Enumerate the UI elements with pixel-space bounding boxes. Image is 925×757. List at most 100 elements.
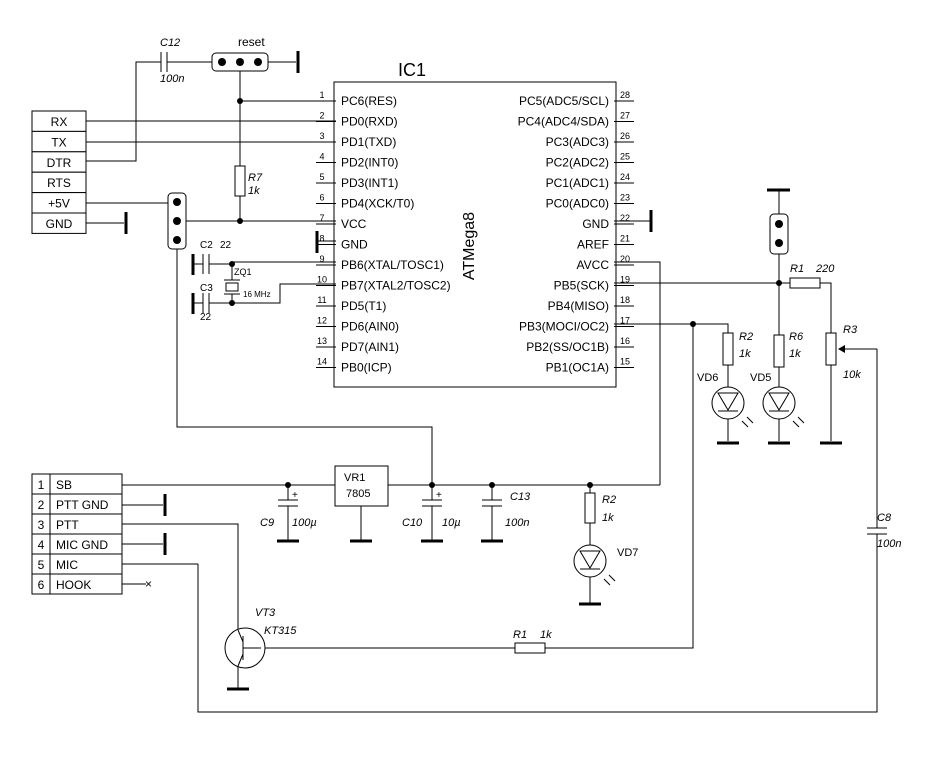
serial-label: RX — [51, 115, 68, 129]
ic1-pin-number: 20 — [620, 254, 630, 264]
wire-jumper-to-regulator — [176, 249, 433, 485]
r2-bottom-value: 1k — [602, 512, 614, 524]
c13-ref: C13 — [510, 491, 531, 503]
hook-nc-mark: × — [145, 577, 152, 591]
r3-ref: R3 — [843, 324, 858, 336]
vt3-ref: VT3 — [255, 607, 276, 619]
r1-top-body — [789, 277, 821, 289]
ic1-pin-name: PC5(ADC5/SCL) — [519, 94, 609, 108]
vr1-body — [334, 465, 389, 507]
ic1-pin-name: PB6(XTAL/TOSC1) — [341, 258, 444, 272]
ic1-pin-name: PD6(AIN0) — [341, 320, 399, 334]
junction-xtal2 — [229, 300, 235, 306]
ic1-pin-number: 11 — [317, 295, 326, 305]
ic1-pin-number: 12 — [317, 316, 327, 326]
c9-ref: C9 — [260, 517, 274, 529]
vd7-body — [573, 544, 607, 578]
r1-bottom-ref: R1 — [513, 629, 527, 641]
vd6-rays — [741, 416, 754, 428]
ic1-pin-number: 26 — [620, 131, 630, 141]
ic1-pin-number: 3 — [319, 131, 324, 141]
reset-jumper-pin1 — [218, 58, 226, 66]
ic1-pin-number: 17 — [620, 316, 630, 326]
ic1-name: IC1 — [398, 60, 426, 80]
ic1-pin-name: PD4(XCK/T0) — [341, 197, 414, 211]
c2-symbol — [202, 254, 210, 274]
r2-bottom-ref: R2 — [602, 494, 616, 506]
wire-dtr — [86, 61, 157, 162]
ic1-part: ATMega8 — [461, 212, 478, 280]
c13-symbol — [482, 485, 502, 541]
ic1-pin-name: PD2(INT0) — [341, 156, 398, 170]
c3-ref: C3 — [200, 283, 213, 294]
ic1-pin-name: PC4(ADC4/SDA) — [518, 115, 609, 129]
r7-value: 1k — [248, 185, 260, 197]
ic1-pin-number: 21 — [620, 234, 630, 244]
vt3-value: KT315 — [264, 625, 297, 637]
r2-top-value: 1k — [739, 348, 751, 360]
ic1-pin-number: 14 — [317, 357, 327, 367]
ic1-pin-name: PB0(ICP) — [341, 361, 392, 375]
ic1-pin-name: GND — [341, 238, 368, 252]
ic1-pin-number: 22 — [620, 213, 630, 223]
c8-ref: C8 — [877, 512, 892, 524]
ic1-pin-name: PC3(ADC3) — [546, 135, 609, 149]
ic1-pin-name: PB5(SCK) — [554, 279, 609, 293]
vd6-body — [711, 386, 745, 420]
radio-pin-number: 2 — [38, 498, 45, 512]
r7-ref: R7 — [248, 172, 263, 184]
vd5-symbol — [768, 392, 790, 412]
zq1-body — [225, 282, 239, 292]
c2-ref: C2 — [200, 240, 213, 251]
ic1-pin-name: PB1(OC1A) — [546, 361, 609, 375]
led-jumper-pin2 — [775, 239, 783, 247]
r3-body — [825, 332, 837, 366]
ic1-pin-name: PB2(SS/OC1B) — [526, 340, 609, 354]
vd7-symbol — [579, 550, 601, 570]
r7-body — [234, 165, 246, 197]
ic1-pin-name: PD5(T1) — [341, 299, 386, 313]
ic1-pin-number: 16 — [620, 336, 630, 346]
c9-plus: + — [292, 490, 298, 501]
ic1-pin-name: PC6(RES) — [341, 94, 397, 108]
zq1-value: 16 MHz — [243, 290, 271, 299]
ic1-pin-number: 28 — [620, 90, 630, 100]
radio-pin-label: PTT GND — [56, 498, 109, 512]
ic1-pin-name: AREF — [577, 238, 609, 252]
c9-symbol — [278, 485, 298, 541]
wire-c8-mic — [197, 534, 878, 713]
radio-pin-number: 3 — [38, 518, 45, 532]
reset-jumper-pin3 — [254, 58, 262, 66]
zq1-ref: ZQ1 — [234, 267, 252, 277]
r3-wiper-arrow — [838, 345, 845, 353]
c12-symbol — [160, 52, 168, 72]
serial-label: GND — [46, 217, 73, 231]
r1-bottom-value: 1k — [540, 629, 552, 641]
ic1-pin-number: 24 — [620, 172, 630, 182]
c9-value: 100µ — [292, 517, 317, 529]
serial-label: +5V — [48, 197, 70, 211]
r1-top-value: 220 — [815, 263, 835, 275]
radio-pin-label: SB — [56, 478, 72, 492]
ic1-pin-number: 19 — [620, 275, 630, 285]
ic1-pin-name: AVCC — [577, 258, 610, 272]
r3-value: 10k — [843, 369, 861, 381]
ic1-pin-name: PD0(RXD) — [341, 115, 398, 129]
ic1-pin-name: PB3(MOCI/OC2) — [519, 320, 609, 334]
led-jumper-pin1 — [775, 220, 783, 228]
ic1-pin-name: PD3(INT1) — [341, 176, 398, 190]
r6-value: 1k — [789, 348, 801, 360]
serial-label: TX — [51, 135, 66, 149]
ic1-pin-number: 8 — [319, 234, 324, 244]
ic1-pin-number: 2 — [319, 111, 324, 121]
radio-pin-number: 1 — [38, 478, 45, 492]
reset-label: reset — [238, 35, 265, 49]
radio-pin-label: HOOK — [56, 578, 91, 592]
wire-ptt — [122, 523, 239, 640]
ic1-body — [333, 81, 617, 388]
ic1-pin-number: 5 — [319, 172, 324, 182]
ic1-pin-number: 25 — [620, 152, 630, 162]
